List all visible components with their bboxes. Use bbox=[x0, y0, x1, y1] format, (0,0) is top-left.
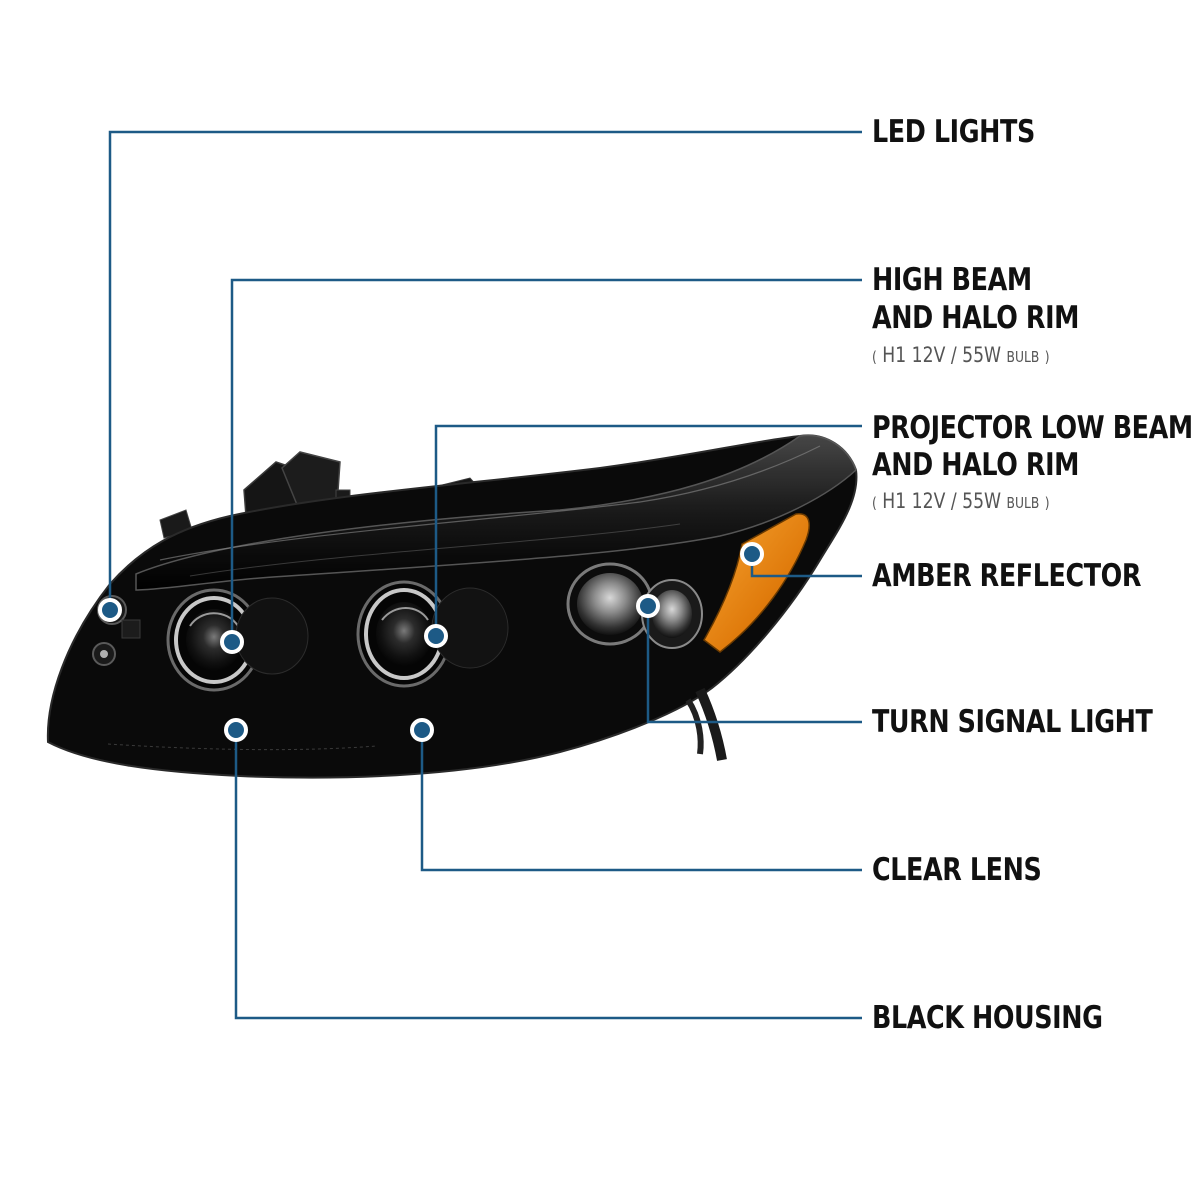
dot-amber bbox=[740, 542, 764, 566]
label-led-lights: LED LIGHTS bbox=[872, 114, 1035, 150]
label-high-beam-spec: ( H1 12V / 55W BULB ) bbox=[872, 343, 1050, 367]
leader-lines bbox=[108, 130, 862, 1020]
label-high-beam-line1: HIGH BEAM bbox=[872, 262, 1032, 298]
leader-clear-lens bbox=[420, 728, 862, 872]
projector-low-beam-icon bbox=[356, 580, 509, 688]
dot-high-beam bbox=[220, 630, 244, 654]
label-projector-line1: PROJECTOR LOW BEAM bbox=[872, 410, 1193, 446]
label-high-beam-line2: AND HALO RIM bbox=[872, 300, 1080, 336]
label-black-housing: BLACK HOUSING bbox=[872, 1000, 1103, 1036]
label-projector-spec: ( H1 12V / 55W BULB ) bbox=[872, 489, 1050, 513]
high-beam-halo-icon bbox=[166, 588, 309, 692]
clear-lens-top-strip bbox=[135, 434, 857, 591]
dot-black-housing bbox=[224, 718, 248, 742]
dot-turn-signal bbox=[636, 594, 660, 618]
leader-led-lights bbox=[108, 130, 862, 610]
amber-reflector-icon bbox=[703, 513, 810, 653]
dot-clear-lens bbox=[410, 718, 434, 742]
leader-black-housing bbox=[234, 730, 862, 1020]
leader-high-beam bbox=[230, 278, 862, 640]
dot-led-lights bbox=[98, 598, 122, 622]
label-turn-signal: TURN SIGNAL LIGHT bbox=[872, 704, 1153, 740]
leader-projector bbox=[434, 424, 862, 636]
dot-projector bbox=[424, 624, 448, 648]
callout-dots bbox=[98, 542, 764, 742]
label-amber-reflector: AMBER REFLECTOR bbox=[872, 558, 1142, 594]
label-clear-lens: CLEAR LENS bbox=[872, 852, 1042, 888]
label-projector-line2: AND HALO RIM bbox=[872, 447, 1080, 483]
leader-turn-signal bbox=[646, 606, 862, 724]
